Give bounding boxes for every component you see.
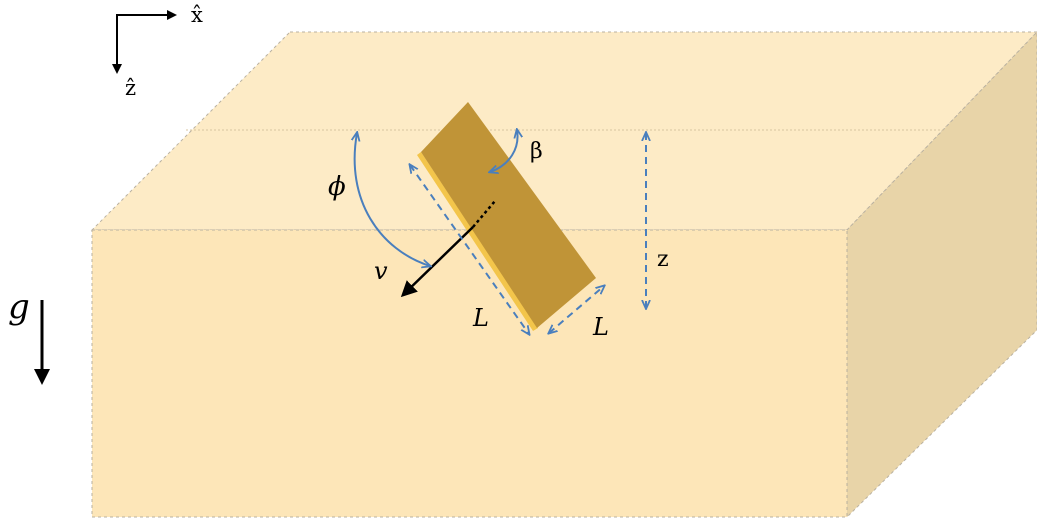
z-axis-label: ẑ — [125, 76, 136, 100]
coordinate-axes: x̂ ẑ — [112, 3, 203, 100]
x-axis-label: x̂ — [191, 3, 203, 27]
dimension-annotations: ϕ β L L z — [328, 130, 669, 341]
beta-label: β — [530, 139, 543, 164]
gravity-label: g — [8, 287, 30, 327]
plate-length-label: L — [472, 304, 489, 332]
fluid-box — [90, 31, 1037, 519]
box-side-face — [846, 31, 1037, 519]
depth-label: z — [657, 247, 669, 272]
plate-width-dimension — [549, 286, 604, 333]
phi-label: ϕ — [328, 172, 346, 202]
plate-length-dimension — [410, 165, 529, 334]
box-front-face — [91, 229, 848, 518]
plate-width-label: L — [592, 313, 609, 341]
gravity-indicator: g — [8, 287, 50, 385]
velocity-label: v — [374, 257, 388, 285]
